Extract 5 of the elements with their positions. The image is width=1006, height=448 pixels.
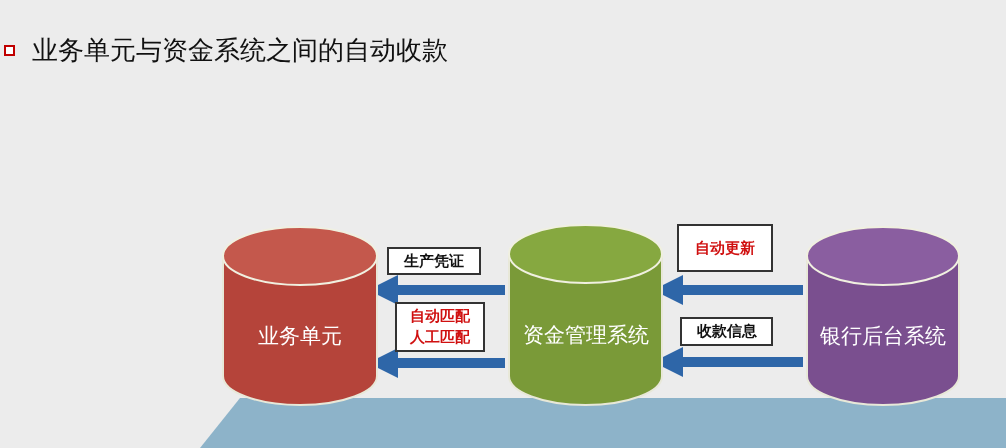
edge-label: 收款信息 xyxy=(680,317,773,346)
edge-label: 自动更新 xyxy=(677,224,773,272)
edge-label: 生产凭证 xyxy=(387,247,481,275)
title: 业务单元与资金系统之间的自动收款 xyxy=(32,34,448,67)
edge-label: 自动匹配人工匹配 xyxy=(395,302,485,352)
